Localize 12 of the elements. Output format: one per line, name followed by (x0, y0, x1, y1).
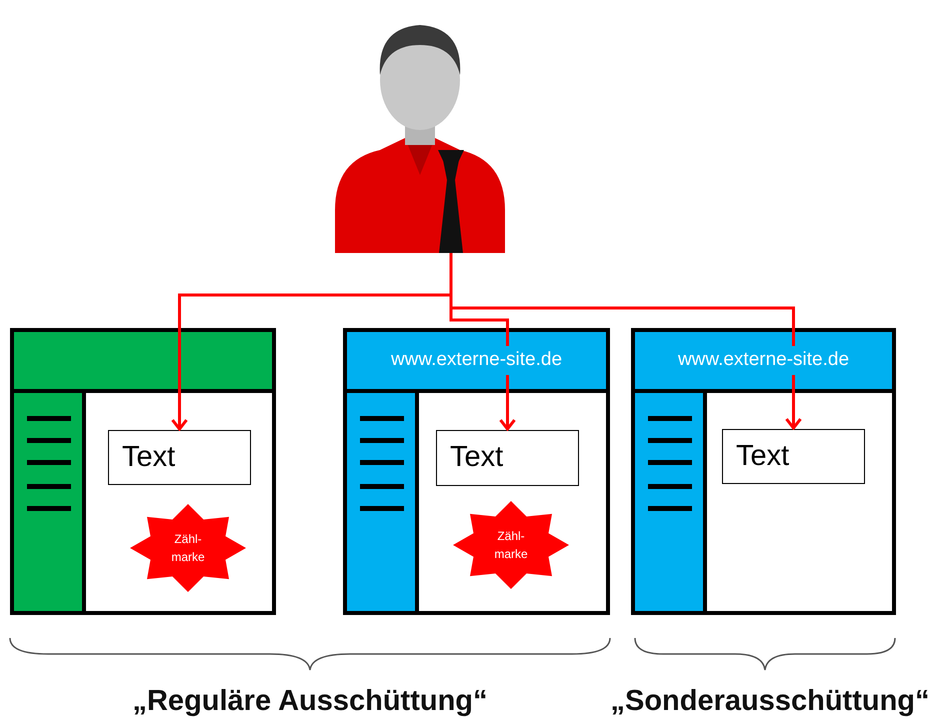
text-box: Text (722, 429, 865, 484)
browser-window (343, 328, 610, 615)
browser-window (631, 328, 896, 615)
browser-window (10, 328, 276, 615)
text-box: Text (436, 430, 579, 486)
group-caption: „Reguläre Ausschüttung“ (132, 684, 488, 719)
group-caption: „Sonderausschüttung“ (610, 684, 930, 719)
starburst-label: Zähl- marke (170, 531, 206, 566)
text-box: Text (108, 430, 251, 485)
starburst (128, 503, 248, 593)
starburst-label: Zähl- marke (493, 528, 529, 563)
starburst (451, 500, 571, 590)
